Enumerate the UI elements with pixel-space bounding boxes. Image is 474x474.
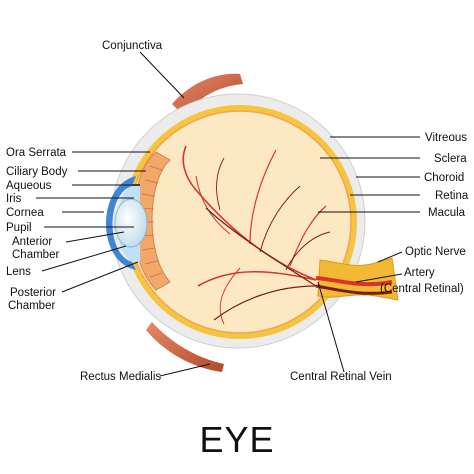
rectus-medialis-muscle [146, 322, 224, 372]
label-macula: Macula [428, 207, 466, 219]
retinal-vessels [182, 145, 331, 325]
label-optic-nerve: Optic Nerve [405, 246, 466, 258]
label-choroid: Choroid [424, 172, 464, 184]
label-pupil: Pupil [6, 222, 32, 234]
cornea [106, 176, 136, 270]
label-posterior-chamber-line1: Posterior [10, 287, 56, 299]
label-posterior-chamber-line2: Chamber [8, 300, 55, 312]
label-anterior-chamber-line2: Chamber [12, 249, 59, 261]
label-retina: Retina [435, 190, 469, 202]
label-sclera: Sclera [434, 153, 467, 165]
central-retinal-artery [315, 276, 393, 287]
retina [128, 110, 352, 334]
label-artery-line1: Artery [404, 267, 435, 279]
lens [114, 198, 148, 248]
label-anterior-chamber-line1: Anterior [12, 236, 52, 248]
label-ciliary-body: Ciliary Body [6, 166, 68, 178]
leader-lines [36, 51, 420, 377]
label-conjunctiva: Conjunctiva [102, 40, 163, 52]
label-cornea: Cornea [6, 207, 44, 219]
central-retinal-vein [315, 284, 393, 295]
label-artery-line2: (Central Retinal) [380, 283, 464, 295]
label-central-retinal-vein: Central Retinal Vein [290, 371, 392, 383]
label-rectus-medialis: Rectus Medialis [80, 371, 161, 383]
diagram-title: EYE [199, 419, 274, 460]
label-lens: Lens [6, 266, 31, 278]
label-vitreous: Vitreous [425, 132, 467, 144]
label-aqueous: Aqueous [6, 180, 52, 192]
label-iris: Iris [6, 193, 22, 205]
label-ora-serrata: Ora Serrata [6, 147, 67, 159]
